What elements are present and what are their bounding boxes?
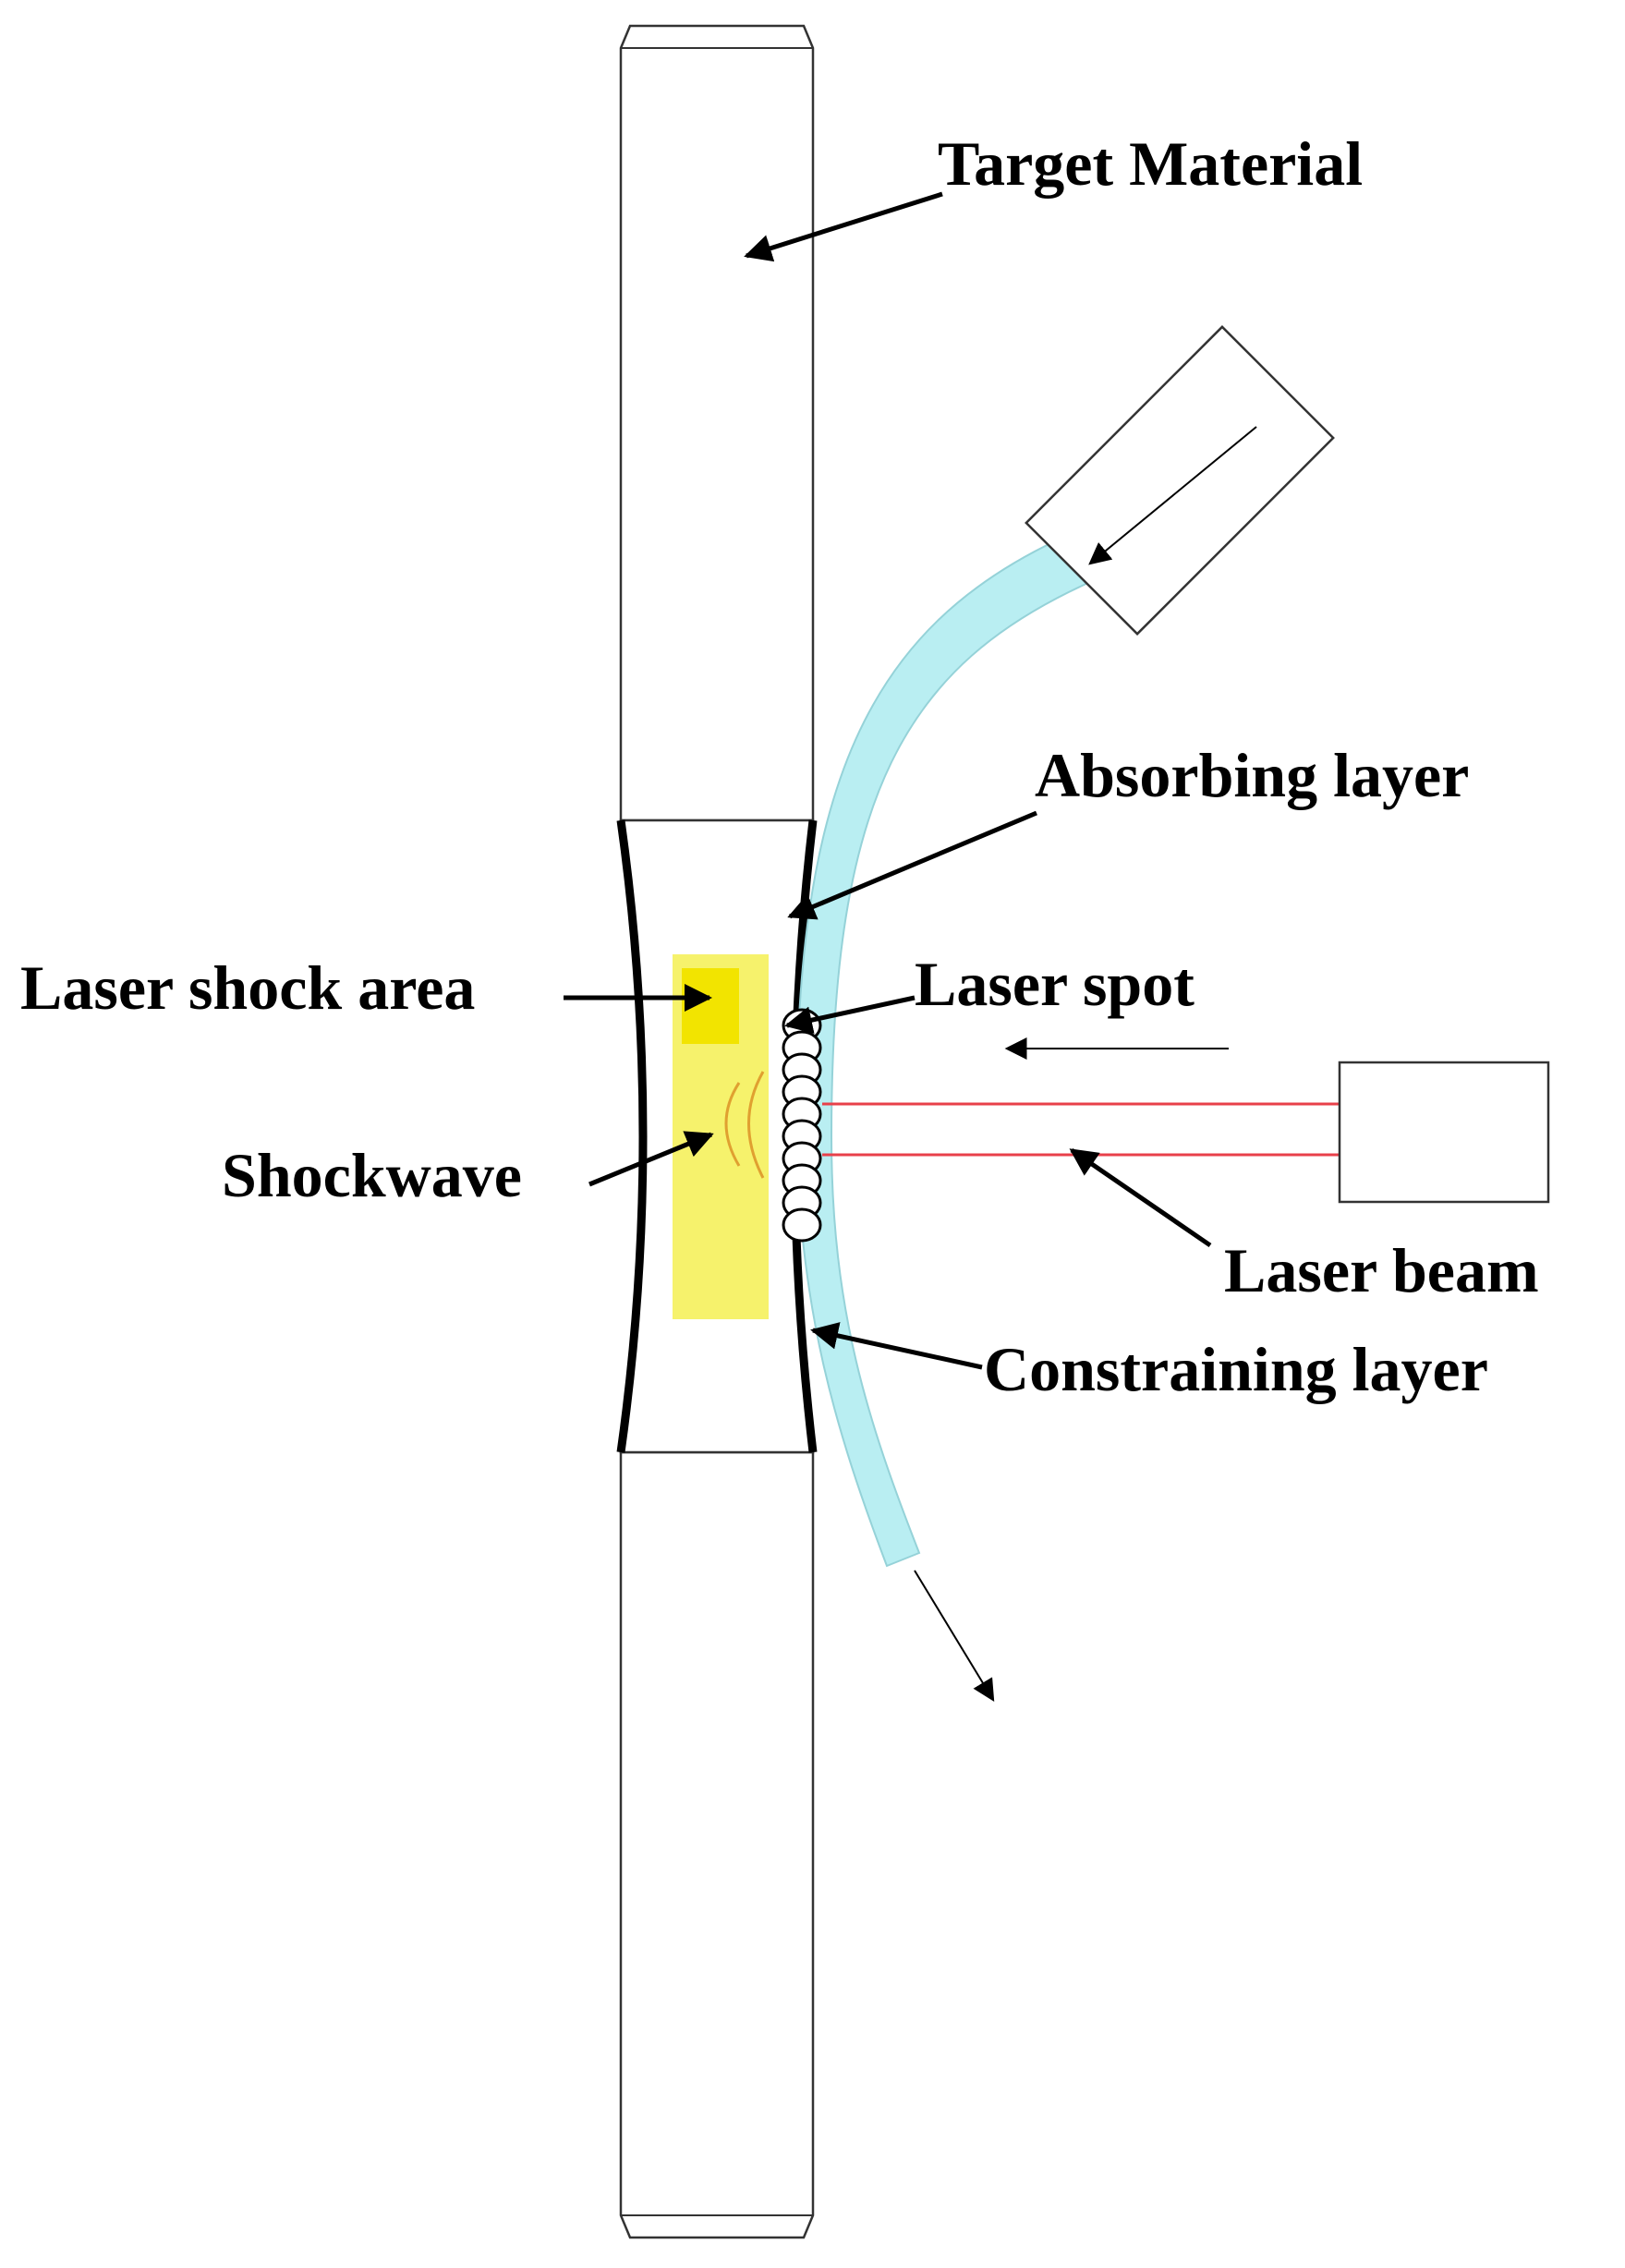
laser-beam [822, 1102, 1340, 1157]
laser-source [1338, 1061, 1550, 1204]
constraining-layer [794, 537, 1092, 1568]
laser-spot-arrow [784, 995, 916, 1034]
feed-direction-arrow [1088, 426, 1257, 565]
absorbing-layer-arrow [787, 810, 1037, 920]
label-laser-beam: Laser beam [1224, 1235, 1539, 1305]
constraining-layer-arrow [810, 1322, 983, 1370]
label-shockwave: Shockwave [222, 1140, 522, 1210]
output-direction-arrow [914, 1570, 995, 1703]
shockwave [724, 1071, 765, 1179]
target-material-arrow [744, 191, 943, 262]
label-laser-shock-area: Laser shock area [20, 952, 475, 1023]
label-constraining-layer: Constraining layer [984, 1334, 1488, 1404]
laser-spot [782, 1008, 822, 1243]
laser-shock-area-highlight [682, 968, 739, 1044]
laser-beam-arrow [1069, 1147, 1212, 1248]
label-laser-spot: Laser spot [915, 949, 1194, 1019]
shockwave-arrow [588, 1131, 714, 1187]
label-absorbing-layer: Absorbing layer [1035, 740, 1469, 810]
absorbing-layer-left-edge [616, 819, 648, 1453]
upper-grip [619, 24, 815, 822]
label-target-material: Target Material [938, 128, 1363, 199]
lower-grip [619, 1450, 815, 2239]
